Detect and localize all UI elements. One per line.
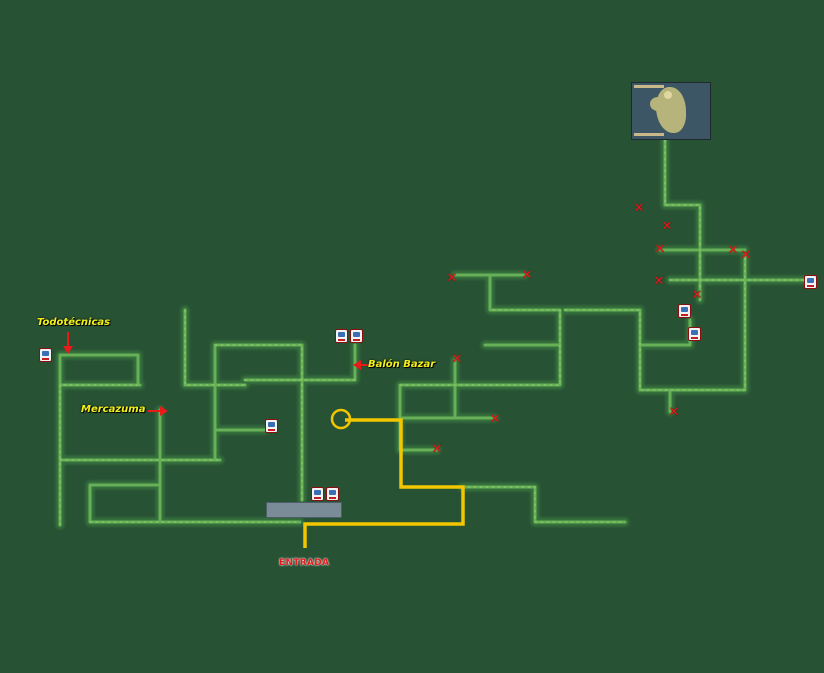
vending-machine-icon[interactable] [335,329,348,343]
label-balon-bazar: Balón Bazar [368,359,436,370]
route-line [303,418,465,548]
minimap-tag [634,133,664,136]
red-arrow-icon [148,406,168,416]
target-circle-icon[interactable] [330,408,352,430]
label-mercazuma: Mercazuma [81,404,146,415]
x-mark-icon[interactable]: ✕ [654,242,666,257]
label-entrada: ENTRADA [279,558,330,568]
vending-machine-icon[interactable] [265,419,278,433]
vending-machine-icon[interactable] [804,275,817,289]
red-arrow-icon [63,332,73,354]
red-arrow-icon [353,360,370,370]
x-mark-icon[interactable]: ✕ [661,219,673,234]
x-mark-icon[interactable]: ✕ [727,243,739,258]
x-mark-icon[interactable]: ✕ [489,412,501,427]
vending-machine-icon[interactable] [350,329,363,343]
x-mark-icon[interactable]: ✕ [740,248,752,263]
x-mark-icon[interactable]: ✕ [446,271,458,286]
bridge [266,502,342,518]
minimap-landmass [650,97,666,111]
minimap-lake [664,91,672,99]
x-mark-icon[interactable]: ✕ [521,268,533,283]
vending-machine-icon[interactable] [678,304,691,318]
label-todotecnicas: Todotécnicas [37,317,111,328]
vending-machine-icon[interactable] [688,327,701,341]
x-mark-icon[interactable]: ✕ [653,274,665,289]
minimap-tag [634,85,664,88]
x-mark-icon[interactable]: ✕ [633,201,645,216]
x-mark-icon[interactable]: ✕ [691,288,703,303]
vending-machine-icon[interactable] [311,487,324,501]
vending-machine-icon[interactable] [326,487,339,501]
vending-machine-icon[interactable] [39,348,52,362]
minimap[interactable] [631,82,711,140]
x-mark-icon[interactable]: ✕ [451,352,463,367]
x-mark-icon[interactable]: ✕ [668,405,680,420]
x-mark-icon[interactable]: ✕ [431,442,443,457]
